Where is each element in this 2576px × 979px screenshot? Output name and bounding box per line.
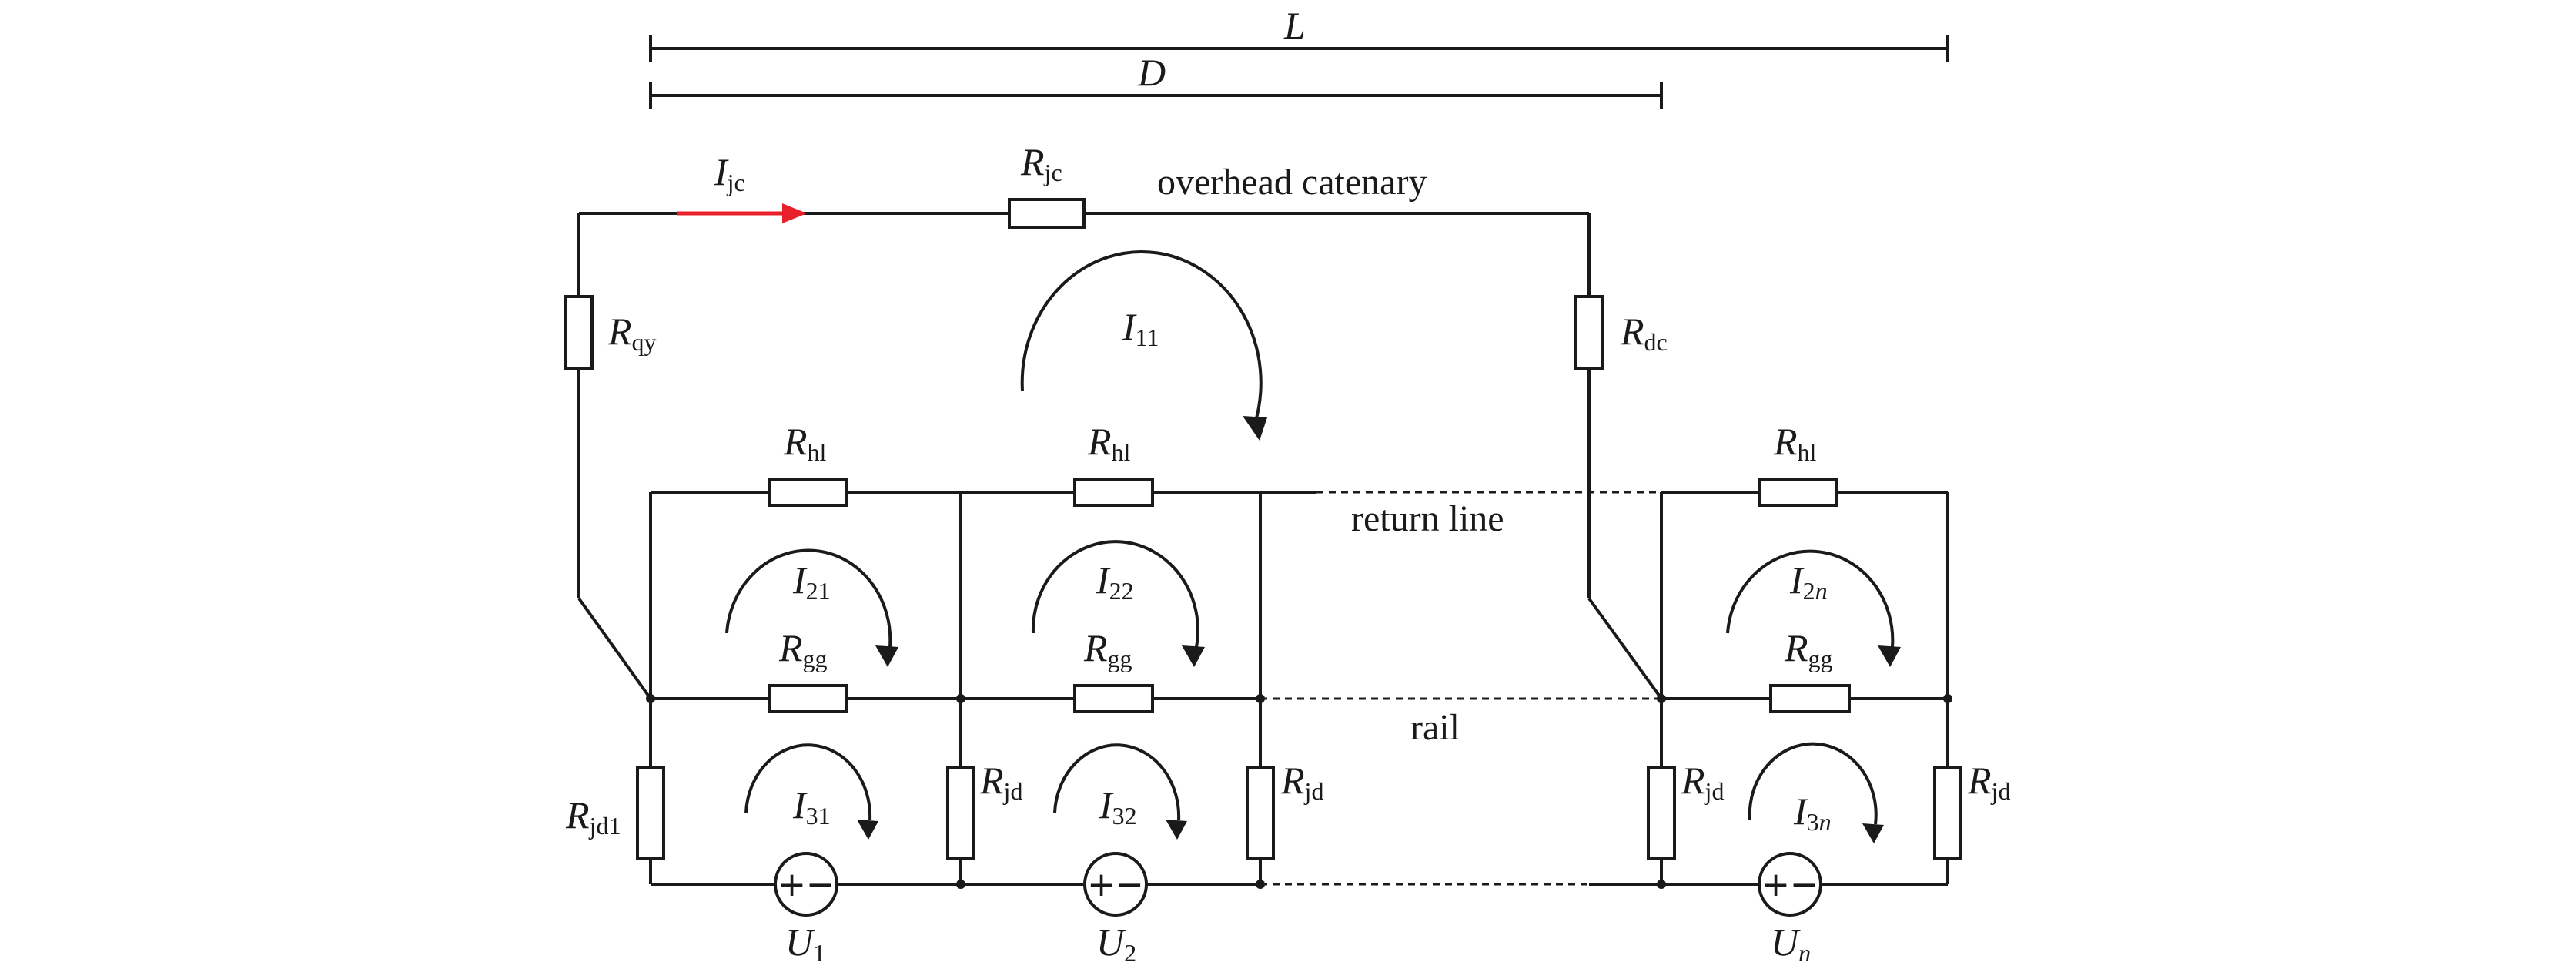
dimension-D: D: [649, 51, 1663, 109]
resistor-Rdc: [1574, 295, 1604, 370]
label-Rhl-1: Rhl: [783, 420, 827, 466]
junction-nodes: [646, 694, 1952, 889]
label-U1: U1: [785, 920, 825, 967]
resistor-Rqy: [564, 295, 594, 370]
dimension-L-label: L: [1283, 4, 1306, 47]
voltage-source-U2: +−: [1083, 852, 1148, 917]
resistor-Rjd-3: [1246, 766, 1275, 860]
dimension-L: L: [649, 4, 1949, 62]
vertical-posts: [649, 492, 1949, 884]
label-Rhl-2: Rhl: [1087, 420, 1131, 466]
label-Ijc: Ijc: [714, 150, 745, 196]
label-Rqy: Rqy: [607, 310, 657, 356]
loop-arrow-I3n: [1748, 742, 1878, 825]
label-U2: U2: [1096, 920, 1136, 967]
current-arrow-Ijc: [677, 203, 807, 223]
label-I2n: I2n: [1789, 558, 1828, 605]
label-I11: I11: [1122, 305, 1159, 351]
source-U1-symbol: +−: [778, 865, 835, 904]
resistor-Rgg-3: [1769, 684, 1851, 713]
resistor-Rhl-3: [1758, 478, 1838, 507]
loop-arrow-I11: [1020, 250, 1263, 424]
label-Un: Un: [1771, 920, 1811, 967]
label-Rjd-5: Rjd: [1967, 759, 2010, 805]
return-line-label: return line: [1351, 498, 1504, 539]
label-Rgg-2: Rgg: [1083, 626, 1132, 672]
resistor-Rgg-1: [768, 684, 848, 713]
resistor-Rgg-2: [1073, 684, 1154, 713]
voltage-source-Un: +−: [1758, 852, 1822, 917]
label-Rhl-3: Rhl: [1773, 420, 1817, 466]
label-Rjd1: Rjd1: [565, 793, 621, 840]
resistor-Rjd-4: [1647, 766, 1676, 860]
label-I3n: I3n: [1793, 790, 1832, 836]
loop-arrow-I31: [744, 743, 872, 821]
overhead-catenary-label: overhead catenary: [1157, 162, 1427, 203]
label-Rjd-2: Rjd: [979, 759, 1022, 805]
label-I31: I31: [792, 783, 831, 830]
label-Rdc: Rdc: [1620, 310, 1668, 356]
label-Rjd-4: Rjd: [1681, 759, 1724, 805]
label-Rgg-1: Rgg: [778, 626, 828, 672]
source-Un-symbol: +−: [1761, 865, 1818, 904]
rail-label: rail: [1410, 707, 1460, 748]
label-I22: I22: [1096, 558, 1134, 605]
loop-arrow-I22: [1031, 540, 1199, 648]
voltage-source-U1: +−: [774, 852, 838, 917]
resistor-Rhl-2: [1073, 478, 1154, 507]
resistor-Rhl-1: [768, 478, 848, 507]
label-I32: I32: [1099, 783, 1137, 830]
label-Rgg-3: Rgg: [1784, 626, 1833, 672]
loop-arrow-I32: [1053, 743, 1181, 821]
source-U2-symbol: +−: [1087, 865, 1144, 904]
label-Rjc: Rjc: [1020, 140, 1062, 186]
resistor-Rjd-5: [1933, 766, 1962, 860]
resistor-Rjd1: [636, 766, 665, 860]
label-I21: I21: [792, 558, 831, 605]
resistor-Rjc: [1008, 198, 1086, 229]
loop-arrow-I21: [725, 548, 892, 648]
label-Rjd-3: Rjd: [1280, 759, 1323, 805]
dimension-D-label: D: [1137, 51, 1166, 94]
loop-arrow-I2n: [1726, 549, 1895, 648]
resistor-Rjd-2: [946, 766, 975, 860]
